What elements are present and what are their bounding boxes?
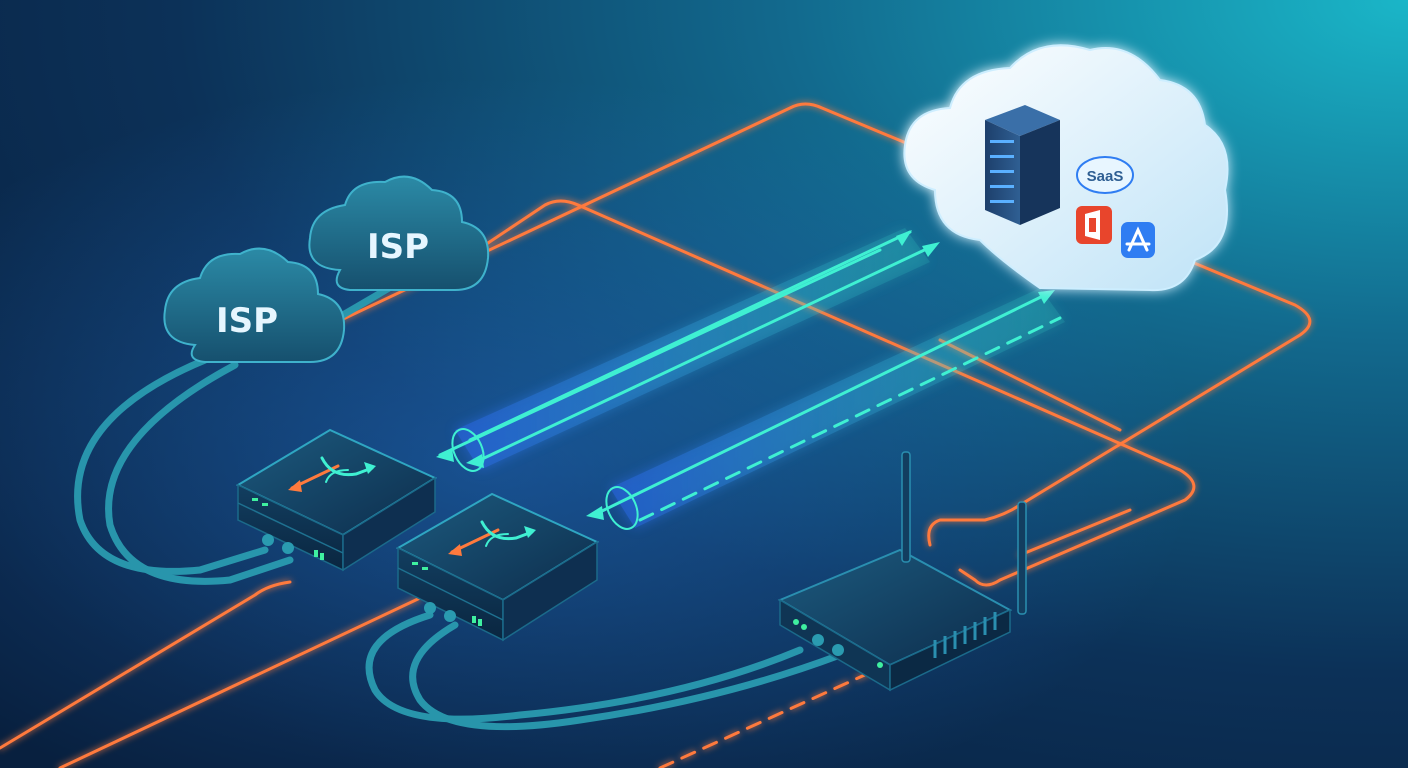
orange-link-bottom-right [658,666,882,768]
edge2-status-leds [412,562,482,626]
tunnel-upper-arrow-2 [478,243,937,462]
tunnel-lower-head-2 [586,506,604,520]
tunnel-upper-head-4 [466,454,484,468]
orange-link-router [1018,508,1132,557]
tunnel-upper-arrow-3 [438,248,882,457]
orange-link-mid [468,199,1196,587]
tunnel-upper-head-2 [922,242,940,257]
tunnel-lower-arrow-2 [638,316,1062,522]
tunnel-upper-head-1 [896,230,912,246]
router-antennas [901,451,1027,615]
isp-label-left: ISP [216,301,278,341]
orange-link-top-loop [318,102,1312,547]
isp-cloud-left: ISP [163,247,346,363]
app-store-icon [1121,222,1155,258]
orange-links [0,102,1312,768]
cable-edge2-to-router [365,611,804,723]
tunnel-lower-head-1 [1038,290,1055,304]
edge1-status-leds [252,498,324,560]
sdwan-edge-1 [235,428,438,572]
tunnel-lower [586,288,1065,530]
tunnel-upper-head-3 [436,448,454,462]
cable-isp-left-to-edge1-b [105,361,294,585]
sdwan-edge-2 [395,492,600,642]
orange-link-bottom-left-2 [58,596,422,768]
orange-link-bottom-left [0,580,292,750]
router-vents [933,612,997,658]
tunnel-upper [436,228,940,472]
server-rack-icon [985,105,1060,225]
saas-cloud: SaaS [903,44,1229,292]
router-leds [793,619,883,668]
cable-edge2-to-router-b [409,621,844,731]
tunnel-lower-arrow-1 [598,293,1047,514]
sd-wan-edge-icon [448,520,536,556]
sd-wan-edge-icon [288,456,376,492]
isp-cloud-right: ISP [308,175,490,291]
wifi-router [777,451,1027,692]
saas-label: SaaS [1087,168,1124,185]
office-app-icon [1076,206,1112,244]
saas-badge: SaaS [1076,156,1134,194]
isp-label-right: ISP [367,227,429,267]
